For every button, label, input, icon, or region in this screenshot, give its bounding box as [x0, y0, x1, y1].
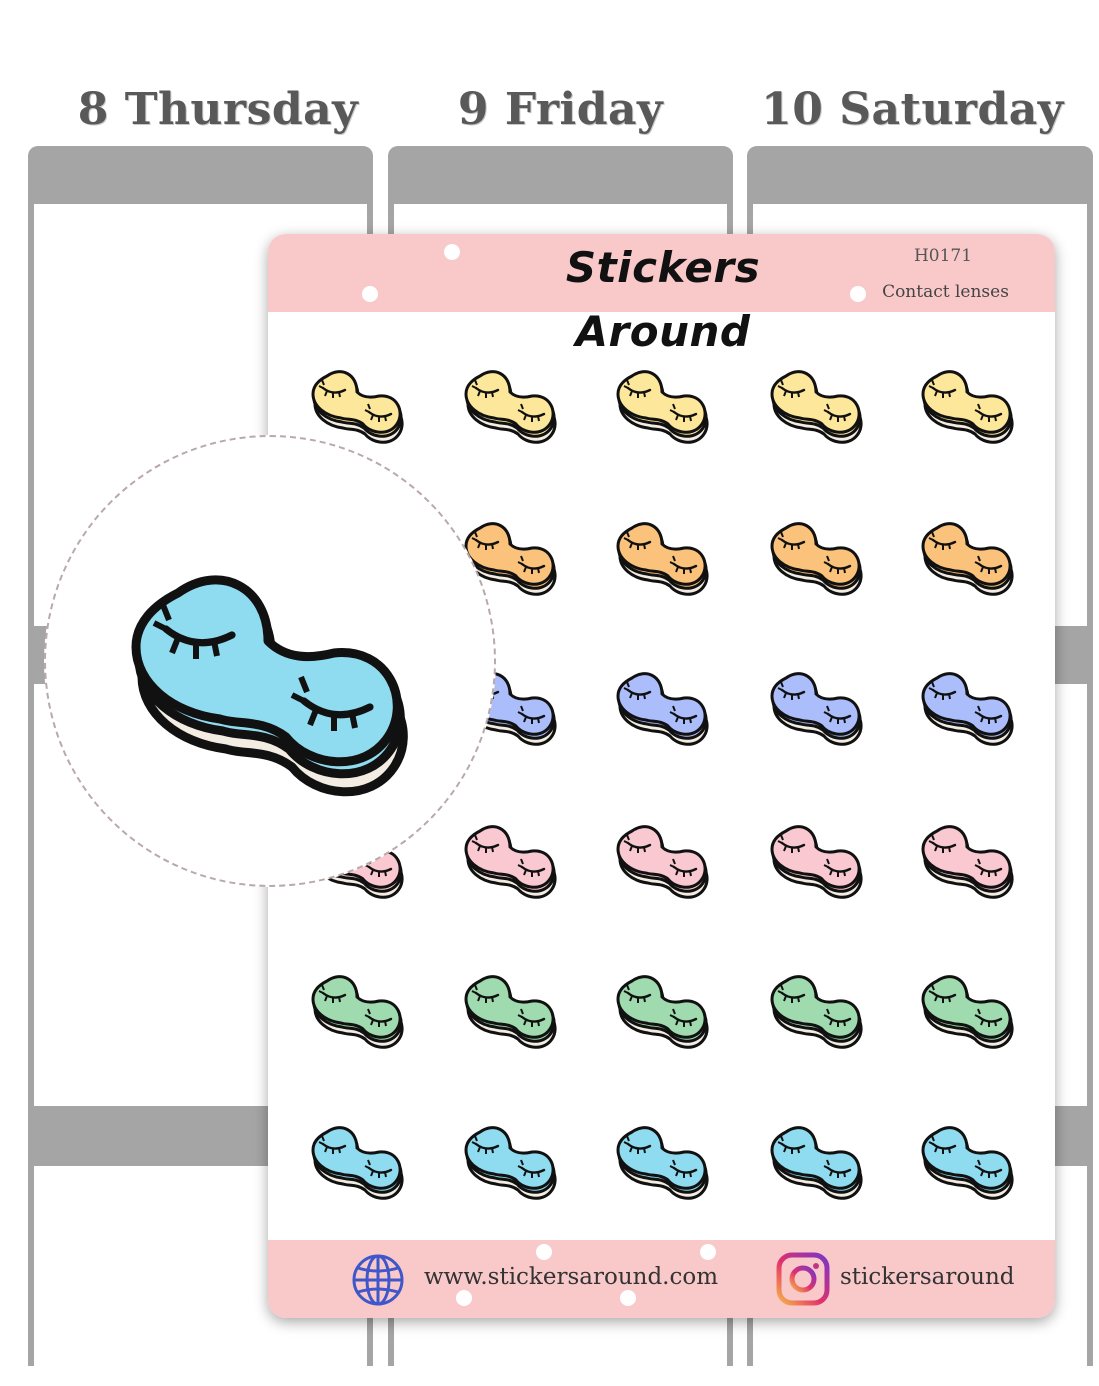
sheet-header: Stickers Around H0171 Contact lenses — [268, 234, 1055, 356]
contact-lens-case-icon — [616, 370, 709, 444]
contact-lens-case-icon — [464, 825, 557, 899]
day-title-saturday: 10 Saturday — [761, 84, 1064, 135]
contact-lens-case-icon — [921, 975, 1014, 1049]
contact-lens-case-icon — [770, 975, 863, 1049]
sheet-footer: www.stickersaround.com stickersaround — [268, 1240, 1055, 1318]
contact-lens-case-icon — [921, 1126, 1014, 1200]
contact-lens-case-icon — [921, 522, 1014, 596]
contact-lens-case-icon — [770, 825, 863, 899]
contact-lens-case-icon — [311, 370, 404, 444]
contact-lens-case-icon — [311, 1126, 404, 1200]
day-title-thursday: 8 Thursday — [77, 84, 359, 135]
contact-lens-case-icon — [464, 975, 557, 1049]
contact-lens-case-icon — [311, 975, 404, 1049]
contact-lens-case-icon — [464, 522, 557, 596]
contact-lens-case-icon — [616, 672, 709, 746]
contact-lens-case-icon — [464, 370, 557, 444]
website-link[interactable]: www.stickersaround.com — [424, 1264, 719, 1290]
contact-lens-case-icon — [616, 975, 709, 1049]
contact-lens-case-icon — [921, 672, 1014, 746]
contact-lens-case-icon — [921, 825, 1014, 899]
contact-lens-case-icon — [616, 825, 709, 899]
contact-lens-case-icon — [770, 672, 863, 746]
contact-lens-case-icon — [616, 1126, 709, 1200]
contact-lens-case-icon — [770, 370, 863, 444]
contact-lens-case-icon — [464, 1126, 557, 1200]
zoom-preview — [44, 435, 496, 887]
contact-lens-case-icon — [921, 370, 1014, 444]
brand-logo: Stickers Around — [565, 243, 761, 356]
day-title-friday: 9 Friday — [457, 84, 664, 135]
product-name: Contact lenses — [882, 282, 1009, 302]
contact-lens-case-icon — [770, 1126, 863, 1200]
instagram-icon — [776, 1252, 830, 1306]
contact-lens-case-icon — [131, 575, 408, 797]
contact-lens-case-icon — [616, 522, 709, 596]
globe-icon — [352, 1254, 404, 1306]
instagram-handle[interactable]: stickersaround — [840, 1264, 1015, 1290]
product-code: H0171 — [913, 246, 973, 266]
contact-lens-case-icon — [770, 522, 863, 596]
